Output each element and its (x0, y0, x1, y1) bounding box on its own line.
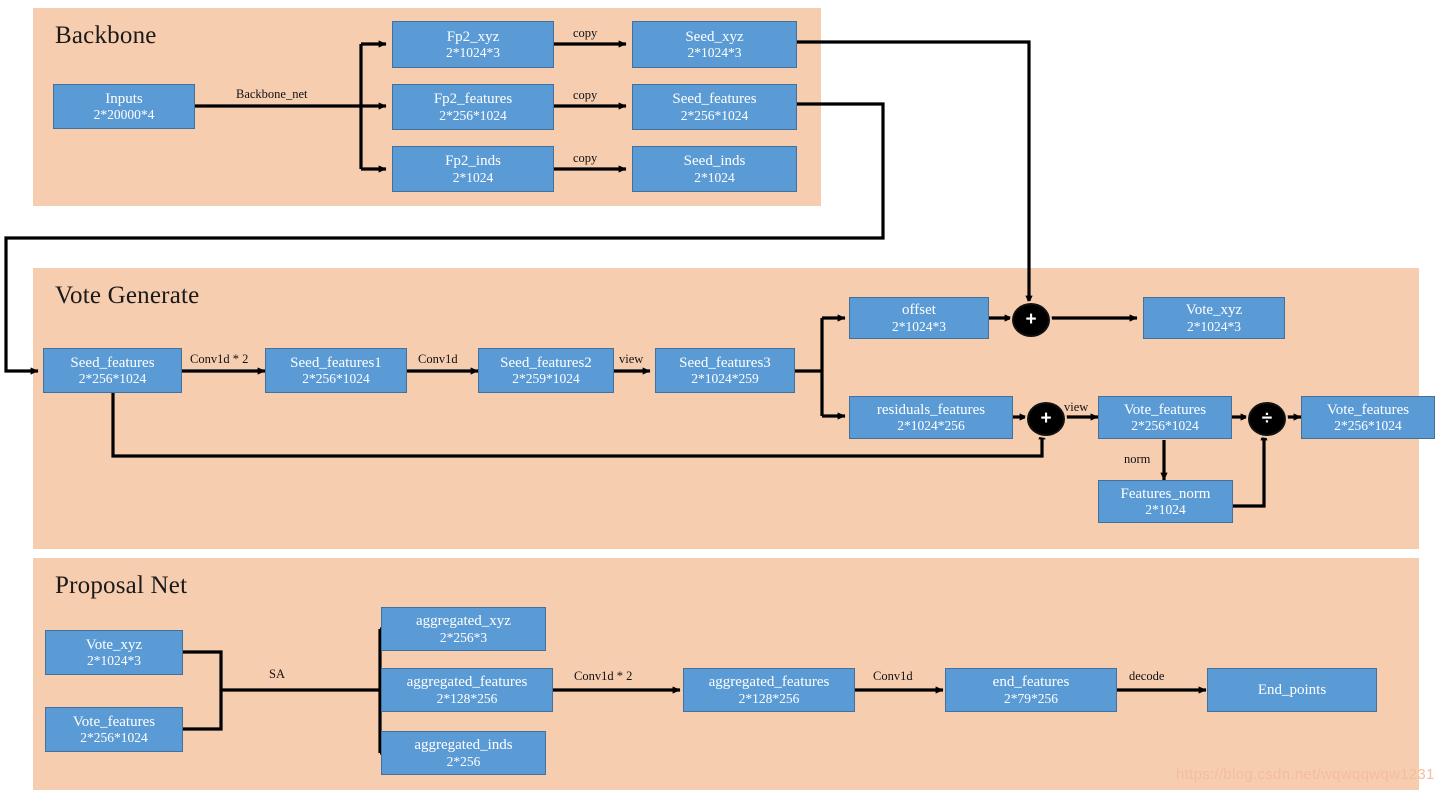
node-shape: 2*1024*3 (87, 653, 141, 669)
node-shape: 2*256 (446, 753, 481, 769)
add-op-xyz: + (1012, 303, 1050, 337)
node-label: Vote_features (1123, 401, 1207, 418)
node-label: Fp2_xyz (446, 28, 500, 45)
node-label: Seed_features (672, 91, 757, 108)
node-shape: 2*128*256 (738, 690, 800, 706)
panel-title-proposal-net: Proposal Net (55, 572, 188, 599)
node-pn-vote-features[interactable]: Vote_features 2*256*1024 (45, 707, 183, 752)
node-label: Inputs (105, 90, 143, 107)
node-vg-seed-features[interactable]: Seed_features 2*256*1024 (43, 348, 182, 393)
node-shape: 2*1024 (1145, 502, 1186, 518)
node-label: Seed_inds (683, 153, 746, 170)
node-aggregated-features-1[interactable]: aggregated_features 2*128*256 (381, 668, 553, 712)
node-residuals-features[interactable]: residuals_features 2*1024*256 (849, 396, 1013, 439)
node-label: aggregated_xyz (416, 613, 511, 630)
node-seed-features[interactable]: Seed_features 2*256*1024 (632, 84, 797, 130)
node-label: Fp2_inds (445, 153, 501, 170)
node-end-features[interactable]: end_features 2*79*256 (945, 668, 1117, 712)
node-label: Seed_xyz (685, 28, 744, 45)
panel-title-backbone: Backbone (55, 22, 157, 49)
edge-label-pn-conv1d: Conv1d (873, 669, 913, 683)
node-label: End_points (1257, 681, 1327, 698)
node-shape: 2*20000*4 (93, 107, 155, 123)
node-label: Vote_xyz (1185, 302, 1243, 319)
node-shape: 2*1024*3 (1187, 318, 1241, 334)
node-label: Seed_features3 (679, 354, 771, 371)
node-shape: 2*256*1024 (1334, 418, 1402, 434)
edge-label-copy-xyz: copy (573, 26, 598, 40)
node-shape: 2*256*1024 (302, 371, 370, 387)
watermark: https://blog.csdn.net/wqwqqwqw1231 (1176, 766, 1435, 783)
edge-label-conv1d-x2: Conv1d * 2 (190, 352, 249, 366)
node-shape: 2*128*256 (436, 690, 498, 706)
node-seed-inds[interactable]: Seed_inds 2*1024 (632, 146, 797, 192)
node-label: Vote_features (72, 713, 156, 730)
node-end-points[interactable]: End_points (1207, 668, 1377, 712)
divide-op: ÷ (1248, 402, 1286, 436)
node-aggregated-xyz[interactable]: aggregated_xyz 2*256*3 (381, 607, 546, 651)
node-shape: 2*1024 (694, 169, 735, 185)
node-label: Features_norm (1120, 485, 1211, 502)
edge-label-backbone-net: Backbone_net (236, 87, 308, 101)
edge-label-conv1d: Conv1d (418, 352, 458, 366)
node-shape: 2*256*1024 (78, 371, 147, 387)
node-features-norm[interactable]: Features_norm 2*1024 (1098, 480, 1233, 523)
node-shape: 2*1024*259 (691, 371, 759, 387)
node-fp2-xyz[interactable]: Fp2_xyz 2*1024*3 (392, 21, 554, 68)
node-fp2-inds[interactable]: Fp2_inds 2*1024 (392, 146, 554, 192)
node-shape: 2*256*1024 (439, 107, 507, 123)
node-shape: 2*79*256 (1004, 690, 1058, 706)
panel-title-vote-generate: Vote Generate (55, 282, 200, 309)
node-label: Seed_features2 (500, 354, 592, 371)
node-label: Seed_features (70, 354, 155, 371)
node-shape: 2*1024*3 (687, 45, 742, 61)
node-seed-features1[interactable]: Seed_features1 2*256*1024 (265, 348, 407, 393)
node-offset[interactable]: offset 2*1024*3 (849, 297, 989, 339)
edge-label-norm: norm (1124, 452, 1151, 466)
edge-label-pn-conv1d-x2: Conv1d * 2 (574, 669, 633, 683)
edge-label-view-1: view (619, 352, 644, 366)
node-vote-xyz[interactable]: Vote_xyz 2*1024*3 (1143, 297, 1285, 339)
node-label: residuals_features (876, 401, 986, 418)
edge-label-copy-features: copy (573, 88, 598, 102)
node-shape: 2*1024 (452, 169, 494, 185)
node-aggregated-features-2[interactable]: aggregated_features 2*128*256 (683, 668, 855, 712)
node-aggregated-inds[interactable]: aggregated_inds 2*256 (381, 731, 546, 775)
node-label: aggregated_features (708, 674, 830, 691)
node-fp2-features[interactable]: Fp2_features 2*256*1024 (392, 84, 554, 130)
node-label: Seed_features1 (290, 354, 382, 371)
node-vote-features-out[interactable]: Vote_features 2*256*1024 (1301, 396, 1435, 439)
node-shape: 2*1024*256 (897, 418, 965, 434)
node-shape: 2*259*1024 (512, 371, 580, 387)
node-inputs[interactable]: Inputs 2*20000*4 (53, 84, 195, 129)
node-seed-features3[interactable]: Seed_features3 2*1024*259 (655, 348, 795, 393)
node-shape: 2*256*1024 (80, 730, 148, 746)
node-seed-features2[interactable]: Seed_features2 2*259*1024 (478, 348, 614, 393)
node-shape: 2*256*1024 (1131, 418, 1199, 434)
node-shape: 2*1024*3 (892, 318, 946, 334)
node-label: aggregated_inds (414, 737, 513, 754)
add-op-features: + (1027, 402, 1065, 436)
node-label: offset (902, 302, 936, 319)
node-shape: 2*256*1024 (680, 107, 749, 123)
node-label: aggregated_features (406, 674, 528, 691)
node-pn-vote-xyz[interactable]: Vote_xyz 2*1024*3 (45, 630, 183, 675)
node-label: end_features (992, 674, 1070, 691)
node-shape: 2*256*3 (439, 629, 488, 645)
node-seed-xyz[interactable]: Seed_xyz 2*1024*3 (632, 21, 797, 68)
node-vote-features-mid[interactable]: Vote_features 2*256*1024 (1098, 396, 1232, 439)
node-shape: 2*1024*3 (446, 45, 500, 61)
edge-label-copy-inds: copy (573, 151, 598, 165)
edge-label-sa: SA (269, 667, 285, 681)
edge-label-decode: decode (1129, 669, 1165, 683)
edge-label-view-2: view (1064, 400, 1089, 414)
node-label: Vote_features (1326, 401, 1410, 418)
node-label: Vote_xyz (85, 636, 143, 653)
node-label: Fp2_features (433, 91, 513, 108)
